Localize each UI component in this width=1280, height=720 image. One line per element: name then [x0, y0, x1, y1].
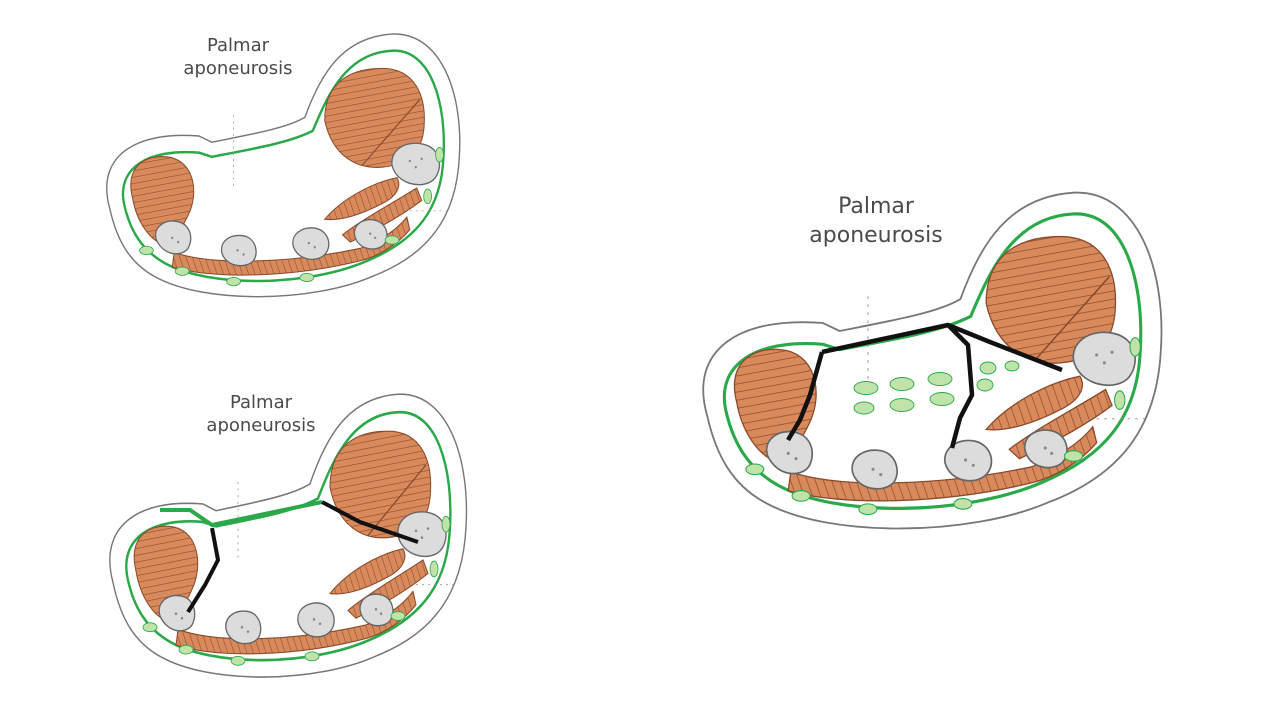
black-boundary-right — [321, 500, 419, 544]
black-boundary-right-panel — [786, 322, 1063, 449]
black-boundary-left — [186, 527, 221, 614]
label-line2: aponeurosis — [183, 57, 293, 79]
label-palmar-aponeurosis-right: Palmar aponeurosis — [786, 193, 966, 250]
boundary-lines-bottom-left — [160, 500, 419, 614]
label-line2: aponeurosis — [809, 222, 943, 248]
boundary-lines-right — [786, 322, 1063, 449]
label-line2: aponeurosis — [206, 414, 316, 436]
label-line1: Palmar — [838, 194, 914, 219]
green-boundary — [160, 500, 323, 528]
label-line1: Palmar — [206, 35, 270, 56]
inner-green-ovals — [853, 360, 1020, 415]
label-line1: Palmar — [229, 392, 293, 413]
label-palmar-aponeurosis-bottom-left: Palmar aponeurosis — [186, 392, 336, 437]
label-palmar-aponeurosis-top-left: Palmar aponeurosis — [168, 35, 308, 80]
